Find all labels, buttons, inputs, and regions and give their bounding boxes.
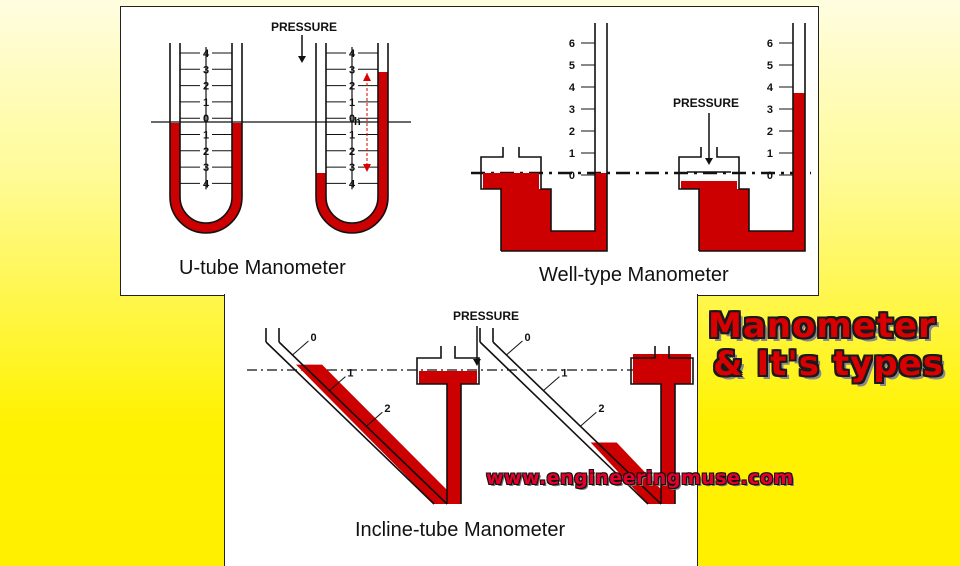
incline1-fluid-cup (419, 371, 477, 384)
utube1-fluid-bend (170, 197, 242, 233)
well2-scale-label-4: 2 (767, 126, 773, 138)
utube1-scale-label-1: 3 (203, 64, 209, 76)
well-caption: Well-type Manometer (539, 264, 729, 286)
incline1-fluid-leg (447, 382, 461, 504)
utube2-h-arrow-up (363, 73, 371, 81)
incline2-slope-upper (492, 341, 662, 505)
incline1-tick-1 (329, 376, 346, 391)
well1-scale-label-2: 4 (569, 82, 576, 94)
utube2-h-arrow-down (363, 164, 371, 172)
utube-caption: U-tube Manometer (179, 257, 346, 279)
utube1-scale-label-0: 4 (203, 48, 210, 60)
incline1-scale-label-2: 2 (384, 403, 390, 415)
well2-scale-label-1: 5 (767, 60, 773, 72)
incline2-tick-2 (580, 411, 597, 427)
incline2-fluid-slope (590, 442, 675, 504)
incline2-tick-1 (543, 376, 560, 391)
utube1-scale-label-3: 1 (203, 97, 209, 109)
utube1-scale-label-2: 2 (203, 81, 209, 93)
incline-caption: Incline-tube Manometer (355, 519, 566, 541)
incline1-tick-0 (292, 340, 309, 356)
utube1-fluid-left (170, 123, 180, 197)
utube1-fluid-right (232, 123, 242, 197)
incline2-fluid-cup (633, 354, 691, 384)
well2-scale-label-2: 4 (767, 82, 774, 94)
utube2-scale-label-0: 4 (349, 48, 356, 60)
bottom-diagram-panel: 0 1 2 0 1 2 PRESSURE Incline-tube Manometer (224, 294, 698, 566)
well1-scale-label-3: 3 (569, 104, 575, 116)
well2-pressure-label: PRESSURE (673, 96, 739, 110)
incline2-scale-label-2: 2 (598, 403, 604, 415)
utube1-scale-label-5: 1 (203, 130, 209, 142)
utube2-scale-label-2: 2 (349, 81, 355, 93)
utube2-scale-label-7: 3 (349, 162, 355, 174)
brand-title-line2: & It's types (713, 344, 944, 384)
well2-scale-label-3: 3 (767, 104, 773, 116)
utube2-bend-inner (325, 196, 379, 224)
incline2-scale-label-1: 1 (561, 368, 567, 380)
utube2-bend-outer (315, 196, 389, 234)
incline2-scale-label-0: 0 (524, 332, 530, 344)
incline2-slope-lower (479, 341, 649, 505)
well1-scale-label-5: 1 (569, 148, 575, 160)
incline2-cup-outline (630, 346, 694, 504)
incline2-tick-0 (506, 340, 523, 356)
utube2-scale-label-3: 1 (349, 97, 355, 109)
incline1-tick-2 (366, 411, 383, 427)
well2-scale-label-6: 0 (767, 170, 773, 182)
utube1-scale-label-6: 2 (203, 146, 209, 158)
incline1-fluid-slope (296, 364, 461, 504)
utube1-bend-inner (179, 196, 233, 224)
incline1-slope-upper (278, 341, 448, 505)
utube2-fluid-right (378, 72, 388, 197)
utube-and-well-diagrams: 4 3 2 1 0 1 2 3 4 4 3 2 1 0 1 2 3 4 h PRESSURE 6 5 4 3 2 1 0 6 5 4 3 2 1… (151, 20, 811, 252)
well2-pressure-arrow-head (705, 158, 713, 165)
utube2-scale-label-8: 4 (349, 178, 356, 190)
utube-pressure-label: PRESSURE (271, 20, 337, 34)
incline2-pressure-label: PRESSURE (453, 309, 519, 323)
well1-outline (480, 23, 608, 252)
incline2-pressure-arrow-head (473, 359, 481, 366)
utube2-scale-label-5: 1 (349, 130, 355, 142)
utube2-fluid-bend (316, 197, 388, 233)
utube2-scale-label-4: 0 (349, 113, 355, 125)
well2-scale-label-0: 6 (767, 38, 773, 50)
well1-scale-label-0: 6 (569, 38, 575, 50)
incline1-cup-outline (416, 346, 480, 504)
well2-outline (678, 23, 806, 252)
incline-diagrams: 0 1 2 0 1 2 PRESSURE (247, 309, 694, 505)
utube1-scale-label-4: 0 (203, 113, 209, 125)
well1-scale-label-1: 5 (569, 60, 575, 72)
utube2-scale-label-6: 2 (349, 146, 355, 158)
utube1-scale-label-8: 4 (203, 178, 210, 190)
well1-scale-label-4: 2 (569, 126, 575, 138)
top-diagram-panel: 4 3 2 1 0 1 2 3 4 4 3 2 1 0 1 2 3 4 h PRESSURE 6 5 4 3 2 1 0 6 5 4 3 2 1… (120, 6, 819, 296)
utube2-h-label: h (354, 116, 361, 128)
utube1-scale-label-7: 3 (203, 162, 209, 174)
incline1-slope-lower (265, 341, 435, 505)
incline2-fluid-leg (661, 382, 675, 504)
well1-scale-label-6: 0 (569, 170, 575, 182)
incline1-scale-label-1: 1 (347, 368, 353, 380)
brand-title-line1: Manometer (708, 306, 936, 346)
utube2-scale-label-1: 3 (349, 64, 355, 76)
utube-pressure-arrow-head (298, 56, 306, 63)
incline1-scale-label-0: 0 (310, 332, 316, 344)
well2-fluid (681, 93, 805, 251)
utube2-fluid-left (316, 173, 326, 197)
well2-scale-label-5: 1 (767, 148, 773, 160)
utube1-bend-outer (169, 196, 243, 234)
website-url: www.engineeringmuse.com (486, 467, 794, 489)
